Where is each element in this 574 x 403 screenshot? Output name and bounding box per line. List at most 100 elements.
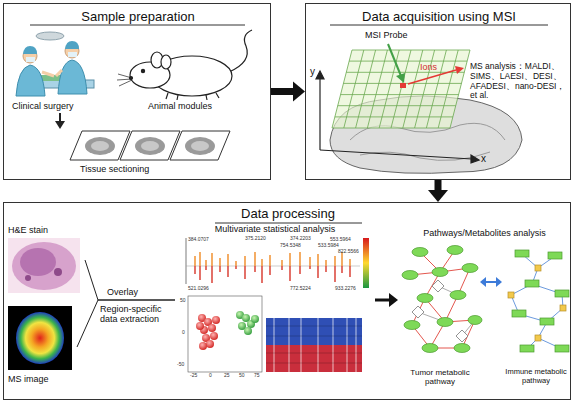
immune-network bbox=[511, 254, 563, 349]
score-plot bbox=[206, 340, 214, 348]
tissue-section bbox=[91, 141, 109, 151]
msi-grid bbox=[332, 50, 470, 128]
text-label: Overlay bbox=[107, 287, 138, 297]
immune-network bbox=[560, 305, 566, 311]
text-label: x bbox=[481, 153, 486, 165]
surgery-illustration bbox=[58, 60, 87, 94]
surgery-illustration bbox=[16, 65, 45, 96]
score-plot bbox=[188, 296, 262, 372]
score-plot bbox=[188, 296, 262, 372]
tumor-network bbox=[454, 344, 470, 353]
node-label: Immune metabolic pathway bbox=[502, 368, 570, 385]
tumor-network bbox=[412, 280, 468, 342]
connector-line bbox=[435, 180, 442, 191]
tissue-section bbox=[70, 131, 130, 160]
axis-arrow bbox=[471, 155, 479, 163]
tumor-network bbox=[468, 316, 482, 325]
tumor-network bbox=[402, 246, 482, 353]
axis-value: 75 bbox=[254, 373, 260, 379]
ms-image bbox=[8, 306, 72, 370]
text-label: MSI Probe bbox=[365, 30, 408, 40]
probe-arrow bbox=[408, 70, 456, 84]
immune-network bbox=[525, 280, 539, 287]
tissue-section bbox=[135, 137, 165, 155]
tumor-network bbox=[462, 264, 478, 273]
tissue-section bbox=[170, 131, 230, 160]
score-plot bbox=[196, 314, 220, 350]
surgery-illustration bbox=[68, 52, 77, 57]
tumor-network bbox=[432, 268, 448, 277]
tumor-network bbox=[422, 344, 438, 353]
connector-arrow bbox=[480, 277, 502, 287]
mouse-illustration bbox=[117, 74, 132, 86]
axis-value: 521.0296 bbox=[188, 286, 209, 292]
heatmap bbox=[266, 326, 362, 363]
immune-network bbox=[515, 250, 529, 257]
tissue-section bbox=[70, 131, 230, 160]
arrow-head bbox=[480, 277, 486, 287]
surgery-illustration bbox=[23, 46, 37, 54]
tumor-network bbox=[456, 330, 468, 342]
spectrum-plot bbox=[186, 238, 187, 284]
axis-value: 933.2276 bbox=[335, 286, 356, 292]
he-stain-image bbox=[20, 248, 56, 276]
text-label: Animal modules bbox=[148, 101, 212, 111]
text-label: Region-specific data extraction bbox=[100, 304, 174, 325]
axis-value: 772.5224 bbox=[290, 286, 311, 292]
tumor-network bbox=[402, 246, 482, 353]
score-plot bbox=[212, 316, 220, 324]
text-label: MS analysis：MALDI、SIMS、LAESI、DESI、AFADES… bbox=[470, 62, 568, 101]
immune-network bbox=[540, 318, 554, 325]
axis-value: 375.2120 bbox=[245, 236, 266, 242]
he-stain-image bbox=[25, 275, 31, 281]
immune-network bbox=[548, 252, 562, 259]
axis-arrow bbox=[316, 71, 324, 79]
title-underline bbox=[30, 25, 245, 26]
axis-value: 754.5348 bbox=[280, 243, 301, 249]
surgery-illustration bbox=[59, 113, 61, 122]
msi-grid bbox=[332, 50, 470, 128]
tumor-network bbox=[404, 321, 420, 330]
probe-arrow bbox=[388, 44, 464, 88]
image-panel: H&E stain bbox=[5, 224, 85, 296]
network-group: Tumor metabolic pathway bbox=[400, 240, 480, 396]
surgery-illustration bbox=[16, 32, 94, 129]
network-group: Immune metabolic pathway bbox=[502, 240, 570, 396]
connector-line bbox=[375, 299, 390, 302]
text-label: y bbox=[310, 66, 315, 78]
title-underline bbox=[330, 25, 548, 26]
text-label: Ions bbox=[420, 62, 437, 72]
probe-arrow bbox=[455, 66, 464, 74]
immune-network bbox=[508, 292, 514, 298]
spectrum-plot bbox=[195, 266, 350, 283]
tissue-section bbox=[85, 137, 115, 155]
score-plot bbox=[208, 324, 216, 332]
connector-arrow bbox=[77, 300, 175, 347]
panel-title: Sample preparation bbox=[4, 10, 272, 25]
score-plot bbox=[236, 311, 259, 335]
tumor-network bbox=[412, 248, 428, 257]
axis-value: -25 bbox=[190, 373, 197, 379]
axis-value: 822.5566 bbox=[338, 249, 359, 255]
connector-line bbox=[77, 300, 175, 347]
mouse-illustration bbox=[141, 69, 144, 72]
axis-value: -50 bbox=[177, 362, 184, 368]
probe-arrow bbox=[400, 83, 406, 88]
score-plot bbox=[244, 327, 252, 335]
connector-arrow bbox=[428, 180, 448, 202]
tumor-network bbox=[437, 318, 453, 327]
surgery-illustration bbox=[26, 57, 35, 62]
node-label: Pathways/Metabolites analysis bbox=[398, 228, 571, 238]
tumor-network bbox=[402, 271, 418, 280]
axis-value: 50 bbox=[180, 298, 186, 304]
node-label: H&E stain bbox=[8, 225, 84, 235]
connector-arrow bbox=[375, 293, 398, 307]
title-underline bbox=[215, 223, 362, 224]
node-label: Tumor metabolic pathway bbox=[400, 368, 480, 386]
tumor-network bbox=[432, 280, 444, 292]
panel-box: Sample preparation bbox=[3, 3, 271, 180]
surgery-illustration bbox=[65, 41, 79, 49]
heatmap bbox=[266, 318, 362, 372]
tumor-network bbox=[418, 286, 475, 336]
